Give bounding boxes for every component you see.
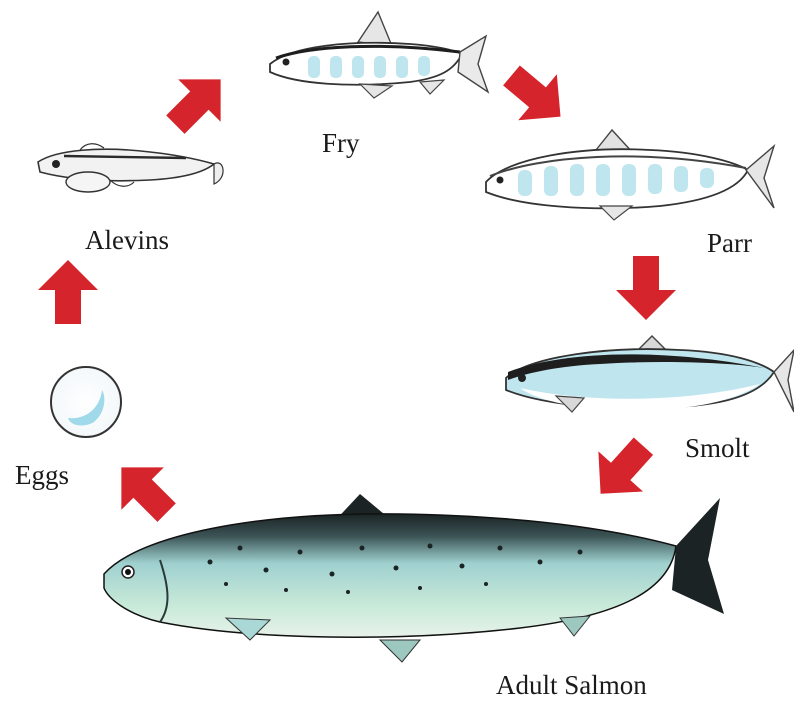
parr-label: Parr [707,228,752,259]
smolt-icon [506,336,794,412]
cycle-arrow [38,260,98,324]
cycle-arrow [154,58,242,146]
fry-label: Fry [322,128,360,159]
eggs-label: Eggs [15,460,69,491]
eggs-icon [51,367,121,437]
adult-salmon-label: Adult Salmon [496,670,647,701]
cycle-arrow [616,256,676,320]
smolt-label: Smolt [685,433,750,464]
fry-icon [270,12,488,98]
cycle-arrow [578,426,665,514]
alevins-label: Alevins [85,225,169,256]
alevin-icon [38,144,223,192]
cycle-arrow [492,52,580,139]
cycle-arrow [100,446,188,534]
adult-salmon-icon [104,494,724,662]
parr-icon [486,130,774,220]
